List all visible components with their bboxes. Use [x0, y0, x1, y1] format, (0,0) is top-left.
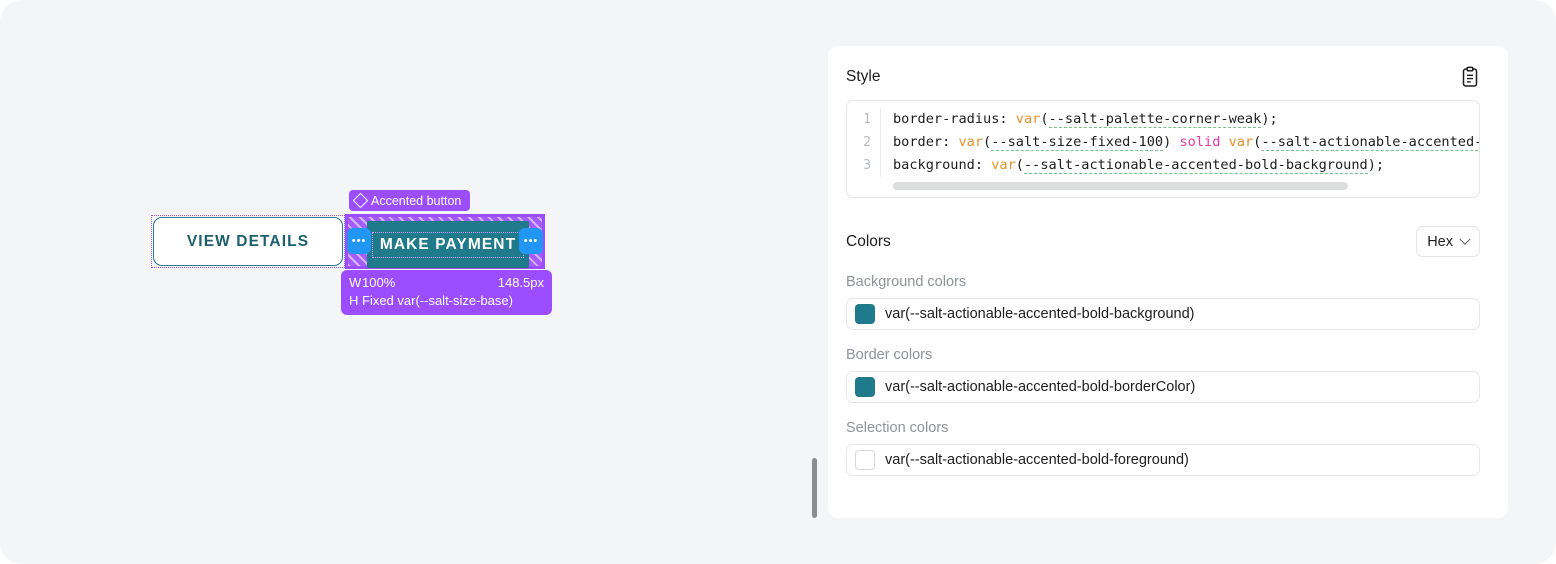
view-details-selection-outline: VIEW DETAILS	[151, 215, 345, 268]
chevron-down-icon	[1459, 233, 1471, 245]
measure-width-value: 100%	[362, 275, 396, 290]
code-token: --salt-actionable-accented-bold-borderCo…	[1261, 134, 1479, 151]
measure-height-value: Fixed var(--salt-size-base)	[362, 293, 513, 308]
color-token-row[interactable]: var(--salt-actionable-accented-bold-back…	[846, 298, 1480, 330]
code-token: var	[1228, 134, 1254, 150]
clipboard-icon[interactable]	[1460, 66, 1480, 88]
color-groups: Background colors var(--salt-actionable-a…	[846, 274, 1480, 476]
code-token: )	[1163, 134, 1180, 150]
code-gutter: 1 2 3	[847, 108, 881, 177]
code-token: (	[1015, 157, 1024, 173]
code-token: (	[1253, 134, 1262, 150]
view-details-button[interactable]: VIEW DETAILS	[153, 217, 343, 266]
color-token-text: var(--salt-actionable-accented-bold-fore…	[885, 452, 1189, 468]
code-line: border: var(--salt-size-fixed-100) solid…	[893, 131, 1479, 154]
component-name-label: Accented button	[371, 193, 462, 208]
code-line: border-radius: var(--salt-palette-corner…	[893, 108, 1479, 131]
design-canvas[interactable]: VIEW DETAILS Accented button MAKE PAYMEN…	[0, 0, 820, 564]
code-line-number: 3	[863, 158, 871, 173]
color-format-value: Hex	[1427, 233, 1453, 250]
color-swatch[interactable]	[855, 304, 875, 324]
code-token: --salt-palette-corner-weak	[1048, 111, 1262, 128]
code-token: border-radius:	[893, 111, 1016, 127]
padding-hatch-region: MAKE PAYMENT	[348, 217, 542, 268]
code-token: (	[983, 134, 992, 150]
code-line: background: var(--salt-actionable-accent…	[893, 154, 1479, 177]
make-payment-label: MAKE PAYMENT	[371, 231, 525, 258]
color-swatch[interactable]	[855, 450, 875, 470]
measure-width-key: W	[349, 275, 362, 290]
color-token-text: var(--salt-actionable-accented-bold-back…	[885, 306, 1195, 322]
color-group-label: Border colors	[846, 347, 933, 363]
color-group-label: Background colors	[846, 274, 967, 290]
measure-width-row: W 100% 148.5px	[349, 274, 544, 292]
code-content[interactable]: border-radius: var(--salt-palette-corner…	[881, 108, 1479, 177]
code-scrollbar-thumb[interactable]	[893, 182, 1349, 190]
code-line-number: 1	[863, 112, 871, 127]
code-token: var	[958, 134, 984, 150]
code-token: --salt-size-fixed-100	[991, 134, 1164, 151]
colors-section-header: Colors Hex	[846, 226, 1480, 257]
size-measurement-badge: W 100% 148.5px H Fixed var(--salt-size-b…	[341, 270, 552, 315]
code-token: );	[1367, 157, 1385, 173]
code-token	[1220, 134, 1228, 150]
code-token: (	[1040, 111, 1049, 127]
code-token: var	[991, 157, 1016, 173]
code-horizontal-scrollbar[interactable]	[893, 182, 1469, 190]
style-section-header: Style	[846, 66, 1480, 88]
measure-height-row: H Fixed var(--salt-size-base)	[349, 292, 544, 310]
code-line-number: 2	[863, 135, 871, 150]
make-payment-button[interactable]: MAKE PAYMENT	[367, 221, 529, 268]
code-token: var	[1015, 111, 1041, 127]
component-name-tag[interactable]: Accented button	[349, 190, 471, 211]
code-token: border:	[893, 134, 959, 150]
padding-handle-right[interactable]: •••	[519, 228, 543, 254]
colors-section-title: Colors	[846, 232, 891, 250]
style-section-title: Style	[846, 68, 881, 85]
color-group-label: Selection colors	[846, 420, 949, 436]
color-swatch[interactable]	[855, 377, 875, 397]
code-token: background:	[893, 157, 992, 173]
diamond-icon	[352, 192, 369, 209]
make-payment-selection[interactable]: MAKE PAYMENT ••• •••	[345, 214, 545, 269]
padding-handle-left[interactable]: •••	[347, 228, 371, 254]
color-format-select[interactable]: Hex	[1416, 226, 1480, 257]
measure-width-px: 148.5px	[497, 275, 544, 290]
panel-scrollbar[interactable]	[812, 458, 817, 518]
code-token: );	[1261, 111, 1278, 127]
code-token: --salt-actionable-accented-bold-backgrou…	[1023, 157, 1368, 174]
selection-border-ring: MAKE PAYMENT	[345, 214, 545, 269]
color-token-row[interactable]: var(--salt-actionable-accented-bold-fore…	[846, 444, 1480, 476]
color-token-row[interactable]: var(--salt-actionable-accented-bold-bord…	[846, 371, 1480, 403]
color-token-text: var(--salt-actionable-accented-bold-bord…	[885, 379, 1196, 395]
code-token: solid	[1179, 134, 1221, 150]
measure-height-key: H	[349, 293, 359, 308]
